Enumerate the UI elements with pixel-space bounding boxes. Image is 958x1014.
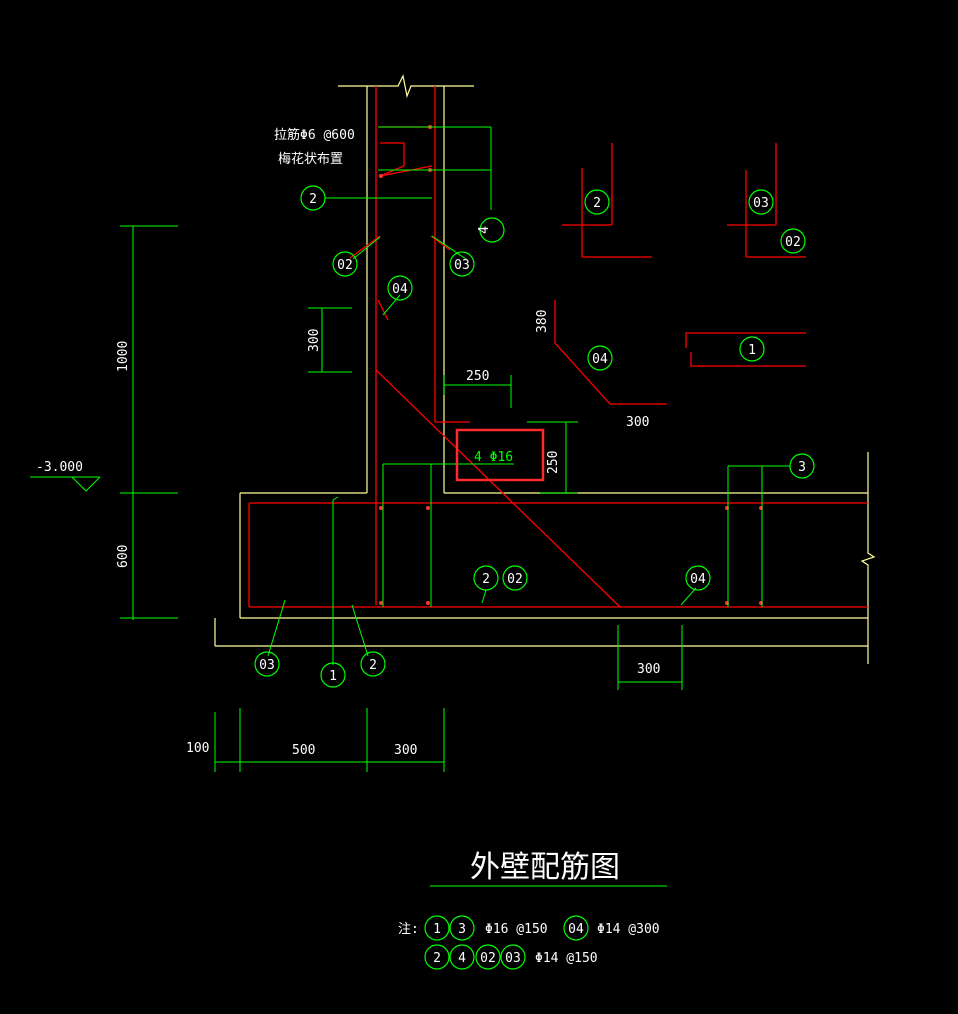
svg-text:02: 02 (337, 258, 353, 273)
svg-text:2: 2 (593, 196, 601, 211)
bubble-1-bottom: 1 (320, 662, 346, 688)
dim-detail-380: 380 (535, 310, 550, 333)
note-bubble-4: 4 (449, 944, 475, 970)
bubble-03-wall: 03 (449, 251, 475, 277)
bubble-02-detail: 02 (780, 228, 806, 254)
svg-text:03: 03 (505, 951, 521, 966)
svg-text:04: 04 (392, 282, 408, 297)
dim-bottom-300: 300 (637, 662, 660, 677)
notes-legend: 注: 1 3 Φ16 @150 04 Φ14 @300 2 4 02 03 Φ1… (398, 915, 660, 970)
svg-text:02: 02 (785, 235, 801, 250)
svg-text:1: 1 (748, 343, 756, 358)
svg-text:4: 4 (458, 951, 466, 966)
elevation-label: -3.000 (36, 460, 83, 475)
svg-text:04: 04 (592, 352, 608, 367)
svg-text:2: 2 (433, 951, 441, 966)
note-spec-c: Φ14 @150 (535, 951, 598, 966)
tie-bar-layout-label: 梅花状布置 (278, 151, 343, 167)
dim-base-height: 600 (116, 545, 131, 568)
drawing-title: 外壁配筋图 (470, 850, 620, 885)
svg-text:04: 04 (690, 572, 706, 587)
svg-text:2: 2 (482, 572, 490, 587)
dim-span-300: 300 (394, 743, 417, 758)
bubble-02-wall: 02 (332, 251, 358, 277)
bubble-1-detail: 1 (739, 336, 765, 362)
bubble-04-detail: 04 (587, 345, 613, 371)
concrete-outline (214, 74, 876, 664)
dim-span-500: 500 (292, 743, 315, 758)
svg-text:2: 2 (369, 658, 377, 673)
bubble-3-base: 3 (789, 453, 815, 479)
bubble-03-bottom: 03 (254, 651, 280, 677)
svg-text:03: 03 (454, 258, 470, 273)
bubble-02-base: 02 (502, 565, 528, 591)
bubble-2-bottom: 2 (360, 651, 386, 677)
dimension-lines (30, 126, 790, 887)
notes-label: 注: (398, 922, 419, 937)
svg-text:3: 3 (798, 460, 806, 475)
dim-lap-300: 300 (307, 329, 322, 352)
svg-text:1: 1 (329, 669, 337, 684)
dim-anchor-250-h: 250 (466, 369, 489, 384)
svg-text:02: 02 (480, 951, 496, 966)
dim-wall-height: 1000 (116, 341, 131, 372)
highlight-box (455, 428, 545, 482)
svg-text:02: 02 (507, 572, 523, 587)
svg-text:03: 03 (753, 196, 769, 211)
bubble-2-detail: 2 (584, 189, 610, 215)
note-bubble-04: 04 (563, 915, 589, 941)
svg-text:1: 1 (433, 922, 441, 937)
corner-bars-label: 4 Φ16 (474, 450, 513, 465)
note-spec-a: Φ16 @150 (485, 922, 548, 937)
svg-text:4: 4 (477, 226, 492, 234)
svg-text:04: 04 (568, 922, 584, 937)
bar-details (554, 143, 806, 405)
note-bubble-3: 3 (449, 915, 475, 941)
rebar-dots (379, 125, 763, 605)
dim-left-100: 100 (186, 741, 209, 756)
note-spec-b: Φ14 @300 (597, 922, 660, 937)
bubble-04-wall: 04 (387, 275, 413, 301)
bubble-03-detail: 03 (748, 189, 774, 215)
bubble-2-base: 2 (473, 565, 499, 591)
note-bubble-02: 02 (475, 944, 501, 970)
bubble-2-wall: 2 (300, 185, 326, 211)
note-bubble-1: 1 (424, 915, 450, 941)
note-bubble-2: 2 (424, 944, 450, 970)
svg-text:03: 03 (259, 658, 275, 673)
svg-text:2: 2 (309, 192, 317, 207)
dim-anchor-250-v: 250 (546, 451, 561, 474)
bar-mark-bubbles: 2 4 02 03 04 2 03 02 04 1 3 2 02 04 03 1… (254, 185, 815, 688)
bubble-04-base: 04 (685, 565, 711, 591)
note-bubble-03: 03 (500, 944, 526, 970)
tie-bar-label: 拉筋Φ6 @600 (274, 127, 355, 143)
bubble-4-wall: 4 (477, 217, 505, 243)
svg-text:3: 3 (458, 922, 466, 937)
dim-detail-300: 300 (626, 415, 649, 430)
